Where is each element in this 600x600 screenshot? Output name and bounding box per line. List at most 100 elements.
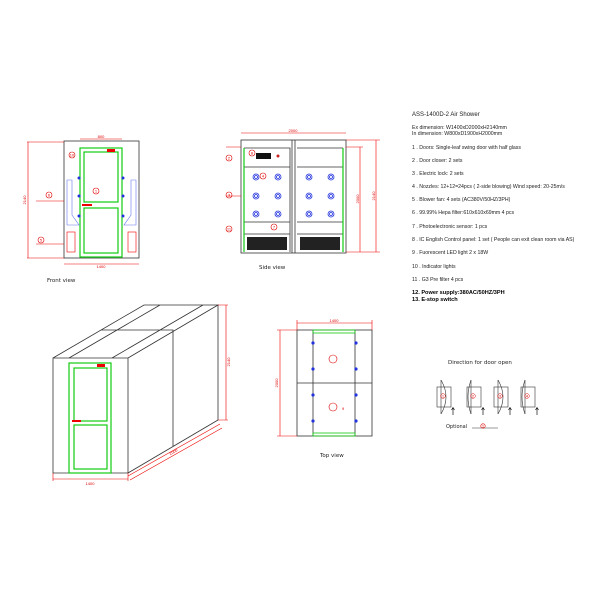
nozzle-icon (274, 173, 282, 181)
door-closer-icon (107, 149, 115, 152)
door-option-number: 2 (472, 394, 475, 399)
door-option-4: 4 (520, 379, 539, 415)
iso-door (68, 362, 112, 474)
iso-door-closer-icon (97, 364, 105, 367)
spec-item: 10 . Indicator lights (412, 264, 456, 270)
nozzle-icon (254, 194, 258, 198)
spec-item: 12. Power supply:380AC/50HZ/3PH (412, 290, 505, 296)
front-door-glass (83, 151, 119, 203)
nozzle-icon (307, 175, 311, 179)
led-light-icon (328, 354, 338, 364)
spec-item: 1 . Doors: Single-leaf swing door with h… (412, 145, 521, 151)
front-dimension-lines (27, 138, 139, 265)
nozzle-icon (252, 192, 260, 200)
front-door (79, 147, 123, 258)
spec-item: 6 . 99.99% Hepa filter:610x610x69mm 4 pc… (412, 210, 515, 216)
dim-side-height: 2140 (371, 191, 376, 201)
spec-item: 13. E-stop switch (412, 297, 458, 303)
side-panels (244, 147, 343, 252)
nozzle-icon (329, 194, 333, 198)
callout-10: 10 (70, 153, 75, 158)
dim-door-width: 800 (98, 134, 105, 139)
door-option-number: 1 (442, 394, 445, 399)
callout-11: 11 (227, 227, 232, 232)
front-body-outline (63, 140, 140, 259)
nozzle-icon (305, 210, 313, 218)
door-option-number: 4 (526, 394, 529, 399)
dim-height: 2140 (22, 195, 27, 205)
callout-4: 4 (262, 174, 265, 179)
callout-9: 9 (342, 406, 345, 411)
side-dimension-lines (226, 132, 380, 253)
front-view-label: Front view (47, 278, 76, 284)
nozzle-icon (254, 212, 258, 216)
blower-fan-left (66, 231, 76, 253)
iso-dimension-lines (52, 304, 228, 481)
door-option-3: 3 (493, 379, 512, 415)
door-option-2: 2 (466, 379, 485, 415)
dim-inner-height: 2000 (355, 194, 360, 204)
indicator-light-icon (276, 154, 280, 158)
top-view-label: Top view (319, 453, 344, 459)
top-dim-depth: 2000 (274, 378, 279, 388)
spec-item: 8 . IC English Control panel: 1 set ( Pe… (412, 237, 575, 243)
nozzle-icon (305, 173, 313, 181)
blower-grille-right (300, 237, 340, 250)
arrow-up-icon (508, 406, 512, 415)
iso-door-lower-panel (73, 424, 108, 470)
nozzle-icon (274, 210, 282, 218)
blower-grille-left (247, 237, 287, 250)
door-handle-icon (82, 204, 92, 206)
nozzle-icon (329, 212, 333, 216)
blower-fan-right (127, 231, 137, 253)
spec-item: 9 . Fuorescent LED light 2 x 18W (412, 250, 489, 256)
optional-value: 1 (482, 424, 485, 429)
nozzle-icon (327, 173, 335, 181)
arrow-up-icon (535, 406, 539, 415)
nozzle-icon (305, 192, 313, 200)
nozzle-icon (276, 175, 280, 179)
spec-item: 5 . Blower fan: 4 sets (AC380V/50HZ/3PH) (412, 197, 511, 203)
spec-item: 3 . Electric lock: 2 sets (412, 171, 464, 177)
spec-item: 4 . Nozzles: 12+12=24pcs ( 2-side blowin… (412, 184, 565, 190)
dim-width: 1400 (97, 264, 107, 269)
control-panel-display (256, 153, 271, 159)
nozzle-icon (274, 192, 282, 200)
spec-item: 7 . Photoelectronic sensor: 1 pcs (412, 224, 488, 230)
side-callouts (225, 149, 278, 233)
led-light-icon (328, 402, 338, 412)
dim-depth: 2000 (289, 128, 299, 133)
nozzle-icon (276, 212, 280, 216)
optional-label: Optional (446, 424, 467, 430)
nozzle-icon (327, 192, 335, 200)
nozzle-icon (252, 210, 260, 218)
iso-dim-width: 1400 (86, 481, 96, 486)
callout-7: 7 (273, 225, 276, 230)
door-option-1: 1 (436, 379, 455, 415)
nozzle-icon (307, 212, 311, 216)
front-view: 800 2140 1400 10 1 6 5 Front view (22, 134, 140, 284)
side-body-outline (240, 139, 347, 254)
drawing-title: ASS-1400D-2 Air Shower (412, 112, 480, 118)
side-nozzles (252, 173, 335, 218)
top-door-back (312, 432, 356, 437)
nozzle-icon (327, 210, 335, 218)
top-dimension-lines (277, 320, 373, 437)
callout-3: 3 (228, 193, 231, 198)
side-view: 2000 2000 2140 2 8 4 3 7 11 Side view (225, 128, 380, 271)
side-view-label: Side view (259, 265, 286, 271)
callout-6: 6 (48, 193, 51, 198)
hepa-filter-outline (66, 179, 137, 226)
top-dim-width: 1400 (330, 318, 340, 323)
iso-door-glass (73, 367, 108, 422)
arrow-up-icon (451, 406, 455, 415)
arrow-up-icon (481, 406, 485, 415)
in-dimension: In dimension: W800xD1900xH2000mm (412, 131, 503, 137)
nozzle-icon (329, 175, 333, 179)
iso-dim-depth: 2000 (168, 447, 179, 456)
callout-5: 5 (40, 238, 43, 243)
callout-8: 8 (251, 151, 254, 156)
isometric-view: 1400 2000 2140 (52, 304, 231, 486)
